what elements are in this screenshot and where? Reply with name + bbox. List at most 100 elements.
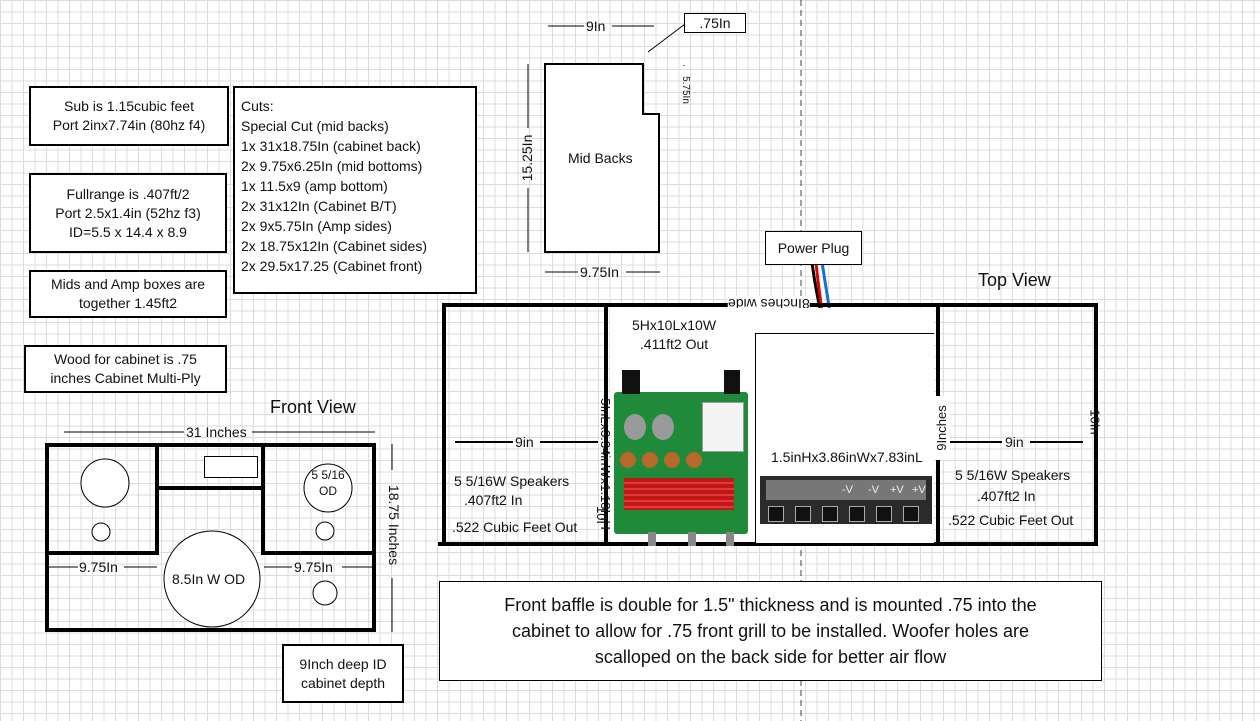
cut-item: Special Cut (mid backs) xyxy=(241,118,389,134)
cut-item: 1x 11.5x9 (amp bottom) xyxy=(241,178,388,194)
top-view-title: Top View xyxy=(978,270,1051,290)
mids-amp-text-1: Mids and Amp boxes are xyxy=(50,276,206,292)
amp-window xyxy=(204,456,258,478)
bluetooth-module-icon xyxy=(702,402,744,452)
mid-backs-outline xyxy=(544,63,660,253)
notch-height-label: 5.75In xyxy=(680,76,691,104)
mid-backs-bottom-label: 9.75In xyxy=(580,264,619,280)
terminal-screw-icon xyxy=(795,506,811,522)
ten-in-label: 10In xyxy=(1087,409,1103,435)
front-left-shelf xyxy=(45,551,159,555)
front-right-shelf xyxy=(261,551,376,555)
heatsink-icon xyxy=(624,478,734,510)
wood-text-1: Wood for cabinet is .75 xyxy=(54,351,197,367)
woofer-label: 8.5In W OD xyxy=(172,571,246,587)
left-speaker-size: 5 5/16W Speakers xyxy=(454,473,570,489)
sub-note: Sub is 1.15cubic feet Port 2inx7.74in (8… xyxy=(29,86,229,146)
mid-backs-height-label: 15.25In xyxy=(519,134,535,182)
front-left-wall xyxy=(45,443,49,632)
nine-inches-label: 9Inches xyxy=(934,396,950,460)
terminal-screw-icon xyxy=(876,506,892,522)
terminal-label-strip xyxy=(766,480,926,500)
front-left-width-label: 9.75In xyxy=(79,559,118,575)
terminal-label: -V xyxy=(868,484,879,496)
terminal-label: -V xyxy=(842,484,853,496)
front-view-title: Front View xyxy=(270,397,356,417)
amp-board xyxy=(614,370,748,546)
inductor-icon xyxy=(686,452,702,468)
baffle-text-2: cabinet to allow for .75 front grill to … xyxy=(512,621,1029,641)
fullrange-volume-text: Fullrange is .407ft/2 xyxy=(66,185,190,202)
notch-label-box: .75In xyxy=(684,13,746,33)
top-right-wall xyxy=(1094,303,1098,546)
terminal-label: +V xyxy=(912,484,926,496)
left-speaker-volume-out: .522 Cubic Feet Out xyxy=(452,519,578,535)
notch-label: .75In xyxy=(699,14,731,31)
front-right-wall xyxy=(372,443,376,632)
terminal-screw-icon xyxy=(768,506,784,522)
inductor-icon xyxy=(664,452,680,468)
sub-volume-text: Sub is 1.15cubic feet xyxy=(64,98,194,114)
left-speakers-text: 5 5/16W Speakers .407ft2 In xyxy=(454,472,569,510)
knob-icon xyxy=(688,532,696,546)
baffle-note: Front baffle is double for 1.5" thicknes… xyxy=(439,581,1102,681)
top-front-wall xyxy=(438,542,1098,546)
depth-text-1: 9Inch deep ID xyxy=(299,655,387,672)
mid-right-circle xyxy=(303,463,353,513)
front-width-label: 31 Inches xyxy=(186,424,247,440)
notch-leader-line xyxy=(647,23,686,53)
fullrange-port-text: Port 2.5x1.4in (52hz f3) xyxy=(55,204,201,221)
cut-item: 2x 18.75x12In (Cabinet sides) xyxy=(241,238,427,254)
depth-note: 9Inch deep ID cabinet depth xyxy=(282,644,404,703)
top-left-partition xyxy=(604,303,608,546)
cut-item: 2x 9x5.75In (Amp sides) xyxy=(241,218,392,234)
fullrange-note: Fullrange is .407ft/2 Port 2.5x1.4in (52… xyxy=(29,173,227,253)
front-bottom-wall xyxy=(45,628,376,632)
cut-item: 1x 31x18.75In (cabinet back) xyxy=(241,138,421,154)
baffle-text-1: Front baffle is double for 1.5" thicknes… xyxy=(504,595,1037,615)
terminal-strip xyxy=(760,476,932,524)
depth-text-2: cabinet depth xyxy=(300,674,386,691)
front-top-wall xyxy=(45,443,376,447)
audio-jack-icon xyxy=(724,370,740,394)
amp-box-volume: .411ft2 Out xyxy=(639,336,709,352)
top-left-wall xyxy=(442,303,446,546)
baffle-text-3: scalloped on the back side for better ai… xyxy=(594,647,947,667)
mids-amp-note: Mids and Amp boxes are together 1.45ft2 xyxy=(29,270,227,318)
terminal-screw-icon xyxy=(903,506,919,522)
terminal-dim-label: 1.5inHx3.86inWx7.83inL xyxy=(771,449,923,465)
front-height-label: 18.75 Inches xyxy=(386,484,402,566)
capacitor-icon xyxy=(624,414,646,440)
front-left-partition xyxy=(155,443,159,555)
mid-backs-label: Mid Backs xyxy=(568,150,633,166)
capacitor-icon xyxy=(652,414,674,440)
port-bottom-circle xyxy=(312,580,338,606)
fullrange-left-circle xyxy=(80,458,130,508)
amp-left-ten-label: 10I xyxy=(594,505,610,525)
right-speaker-size: 5 5/16W Speakers xyxy=(955,467,1071,483)
mid-od-unit: OD xyxy=(319,484,337,498)
top-left-width-label: 9in xyxy=(515,434,534,450)
right-speaker-volume-in: .407ft2 In xyxy=(977,488,1036,504)
amp-box-size: 5Hx10Lx10W xyxy=(632,317,717,333)
knob-icon xyxy=(648,532,656,546)
mid-backs-width-label: 9In xyxy=(586,18,606,34)
amp-box-label: 5Hx10Lx10W .411ft2 Out xyxy=(632,316,716,354)
inductor-icon xyxy=(620,452,636,468)
power-plug-box: Power Plug xyxy=(765,231,862,265)
fullrange-id-text: ID=5.5 x 14.4 x 8.9 xyxy=(69,223,187,240)
terminal-screw-icon xyxy=(849,506,865,522)
power-plug-label: Power Plug xyxy=(777,239,850,256)
top-right-width-label: 9in xyxy=(1005,434,1024,450)
cut-item: 2x 31x12In (Cabinet B/T) xyxy=(241,198,397,214)
right-speaker-volume-out: .522 Cubic Feet Out xyxy=(948,512,1074,528)
port-right-circle xyxy=(315,521,335,541)
mid-od-size: 5 5/16 xyxy=(311,468,345,482)
mid-od-label: 5 5/16 OD xyxy=(308,467,348,499)
inductor-icon xyxy=(642,452,658,468)
cuts-list: Cuts: Special Cut (mid backs) 1x 31x18.7… xyxy=(233,86,477,294)
port-left-circle xyxy=(91,522,111,542)
front-center-shelf xyxy=(155,486,265,490)
wood-text-2: inches Cabinet Multi-Ply xyxy=(50,370,201,386)
terminal-label: +V xyxy=(890,484,904,496)
